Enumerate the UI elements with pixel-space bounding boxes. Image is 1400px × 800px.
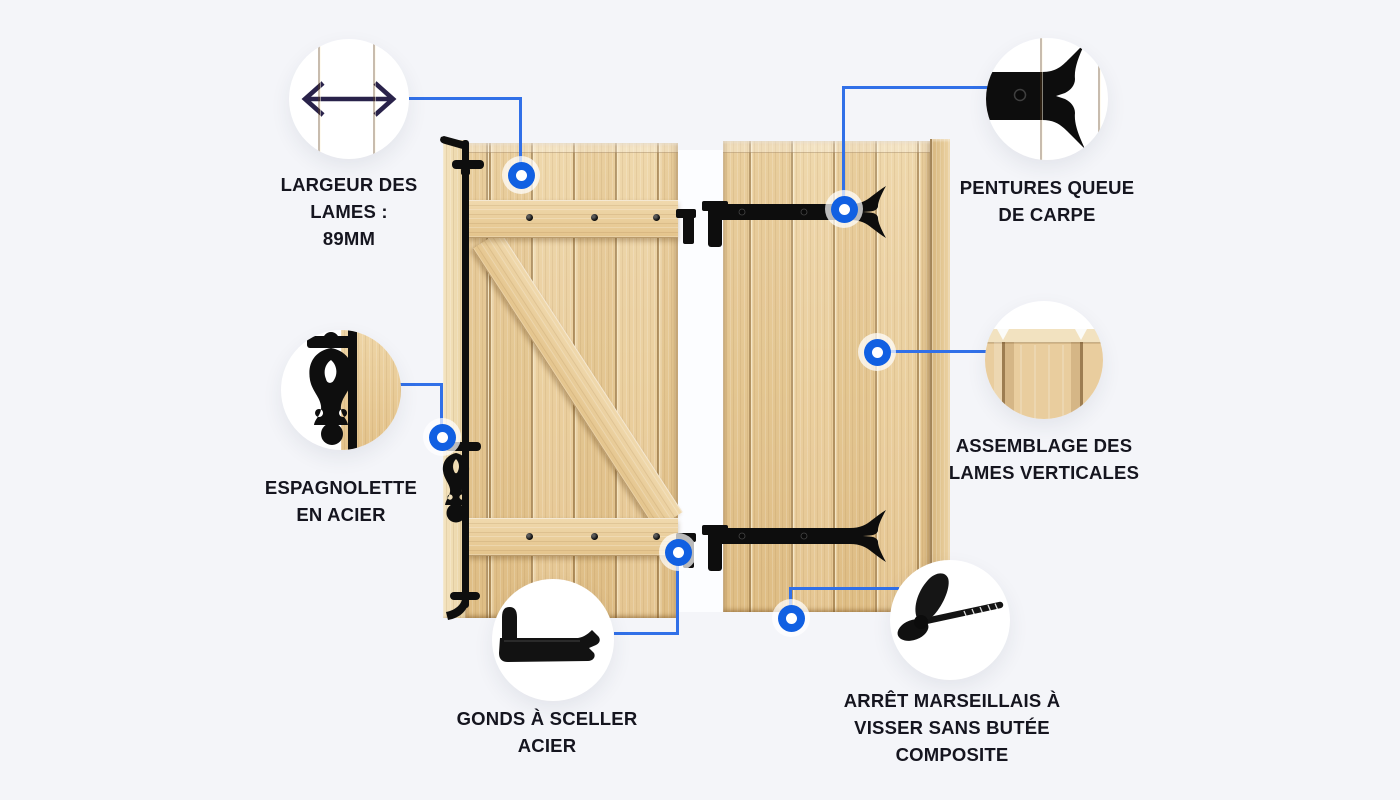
hotspot-core (436, 431, 448, 443)
width-arrow-icon (301, 81, 397, 117)
label-line: ESPAGNOLETTE (264, 477, 418, 498)
hotspot-assemblage[interactable] (858, 333, 896, 371)
connector-pentures (842, 86, 845, 204)
label-line: ASSEMBLAGE DES (955, 435, 1133, 456)
plank-line (1040, 38, 1042, 160)
connector-gonds (676, 552, 679, 635)
connector-largeur (409, 97, 521, 100)
label-line: ARRÊT MARSEILLAIS À (843, 690, 1061, 711)
carp-tail-strap-bottom-icon (702, 510, 886, 571)
screw (591, 214, 598, 221)
screw (653, 533, 660, 540)
callout-circle-arret (890, 560, 1010, 680)
label-line: EN ACIER (296, 504, 386, 525)
hotspot-arret[interactable] (772, 599, 810, 637)
callout-label-largeur: LARGEUR DES LAMES : 89MM (239, 171, 459, 252)
callout-label-gonds: GONDS À SCELLER ACIER (427, 705, 667, 759)
connector-arret (789, 587, 899, 590)
hotspot-ring (830, 195, 858, 223)
screw (526, 214, 533, 221)
right-shutter-top-cap (723, 141, 930, 153)
callout-circle-gonds (492, 579, 614, 701)
label-line: DE CARPE (998, 204, 1096, 225)
hotspot-ring (863, 338, 891, 366)
hotspot-core (871, 346, 883, 358)
label-line: GONDS À SCELLER (456, 708, 638, 729)
hotspot-core (785, 612, 797, 624)
hotspot-ring (777, 604, 805, 632)
board-joint-icon (985, 329, 1103, 419)
carp-tail-hinge-icon (986, 43, 1085, 149)
hotspot-gonds[interactable] (659, 533, 697, 571)
screw (591, 533, 598, 540)
label-line: LAMES : (310, 201, 388, 222)
hotspot-ring (428, 423, 456, 451)
connector-espagnolette (440, 383, 443, 433)
label-line: COMPOSITE (895, 744, 1009, 765)
callout-circle-assemblage (985, 301, 1103, 419)
seal-in-hinge-pin-icon (499, 607, 600, 662)
hotspot-core (515, 169, 527, 181)
label-line: LARGEUR DES (280, 174, 418, 195)
hotspot-largeur[interactable] (502, 156, 540, 194)
hotspot-ring (664, 538, 692, 566)
label-line: 89MM (322, 228, 376, 249)
connector-espagnolette (400, 383, 442, 386)
label-line: LAMES VERTICALES (948, 462, 1140, 483)
label-line: ACIER (517, 735, 577, 756)
plank-line (1098, 38, 1100, 160)
espagnolette-rod (348, 330, 357, 450)
connector-assemblage (877, 350, 987, 353)
callout-circle-largeur (289, 39, 409, 159)
label-line: PENTURES QUEUE (959, 177, 1135, 198)
hotspot-ring (507, 161, 535, 189)
right-shutter-post (930, 139, 950, 612)
callout-label-pentures: PENTURES QUEUE DE CARPE (927, 174, 1167, 228)
hotspot-pentures[interactable] (825, 190, 863, 228)
label-line: VISSER SANS BUTÉE (854, 717, 1050, 738)
callout-label-espagnolette: ESPAGNOLETTE EN ACIER (221, 474, 461, 528)
hotspot-core (838, 203, 850, 215)
left-shutter-top-rail (468, 200, 678, 238)
callout-circle-pentures (986, 38, 1108, 160)
callout-circle-espagnolette (281, 330, 401, 450)
callout-label-arret: ARRÊT MARSEILLAIS À VISSER SANS BUTÉE CO… (812, 687, 1092, 768)
hotspot-core (672, 546, 684, 558)
connector-pentures (842, 86, 988, 89)
plank-line (318, 39, 320, 159)
left-shutter-top-cap (465, 143, 678, 153)
callout-label-assemblage: ASSEMBLAGE DES LAMES VERTICALES (919, 432, 1169, 486)
connector-gonds (614, 632, 679, 635)
gond-bracket (683, 209, 694, 244)
left-shutter-bottom-rail (468, 518, 678, 556)
hotspot-espagnolette[interactable] (423, 418, 461, 456)
carp-tail-strap-top-icon (702, 186, 886, 247)
marseille-shutter-stop-icon (897, 573, 1004, 641)
connector-largeur (519, 97, 522, 169)
screw (653, 214, 660, 221)
screw (526, 533, 533, 540)
plank-line (373, 39, 375, 159)
espagnolette-icon (307, 332, 357, 445)
